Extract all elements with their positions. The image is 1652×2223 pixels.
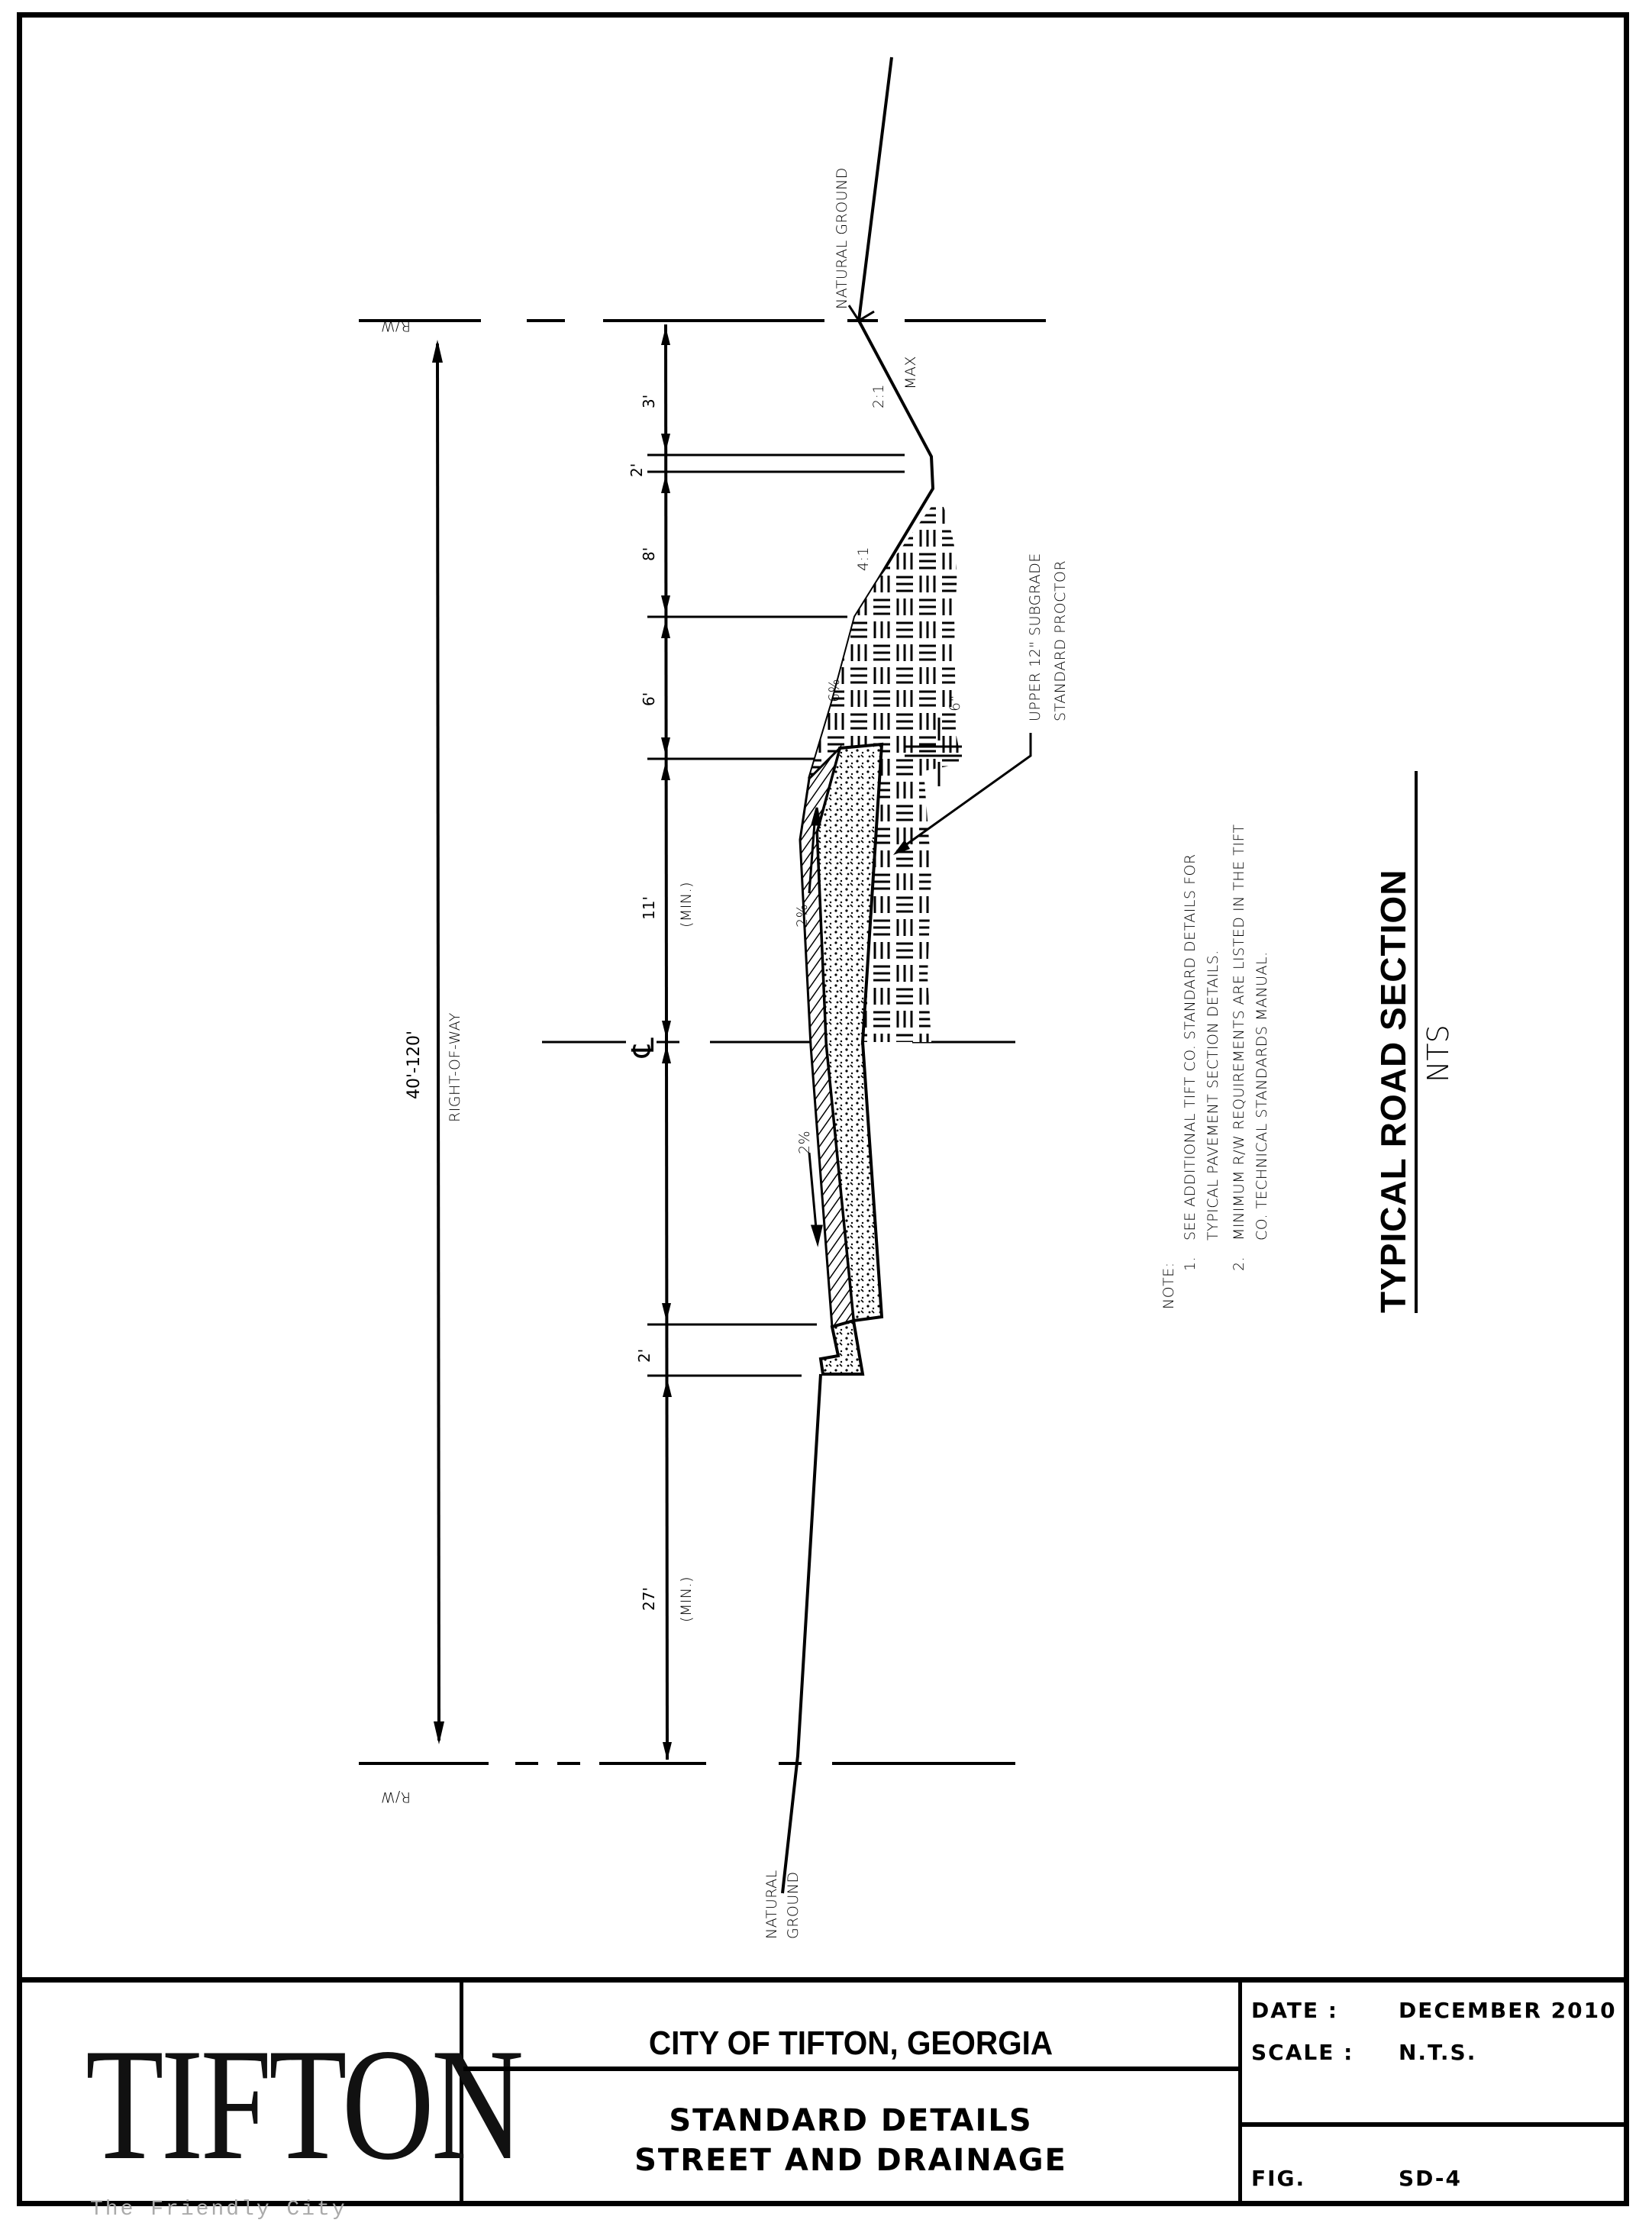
subgrade-note-line2: STANDARD PROCTOR <box>1052 560 1069 721</box>
sheet-title-line2: STREET AND DRAINAGE <box>634 2143 1067 2178</box>
dim-11ft-note: (MIN.) <box>678 881 695 928</box>
centerline-symbol: ℄ <box>626 1037 661 1057</box>
date-value: DECEMBER 2010 <box>1399 1998 1617 2023</box>
dim-6ft: 6' <box>640 692 658 706</box>
natural-ground-label-bottom-1: NATURAL <box>763 1870 780 1939</box>
drawing-sheet-border <box>17 12 1629 2206</box>
tifton-logo: TIFTON <box>86 2015 524 2194</box>
dim-8ft: 8' <box>640 547 658 561</box>
info-cell: DATE : DECEMBER 2010 SCALE : N.T.S. FIG.… <box>1242 1983 1624 2206</box>
slope-2pct-lower-label: 2% <box>796 1130 813 1154</box>
title-block: TIFTON The Friendly City CITY OF TIFTON,… <box>17 1977 1629 2221</box>
sheet-title: STANDARD DETAILS STREET AND DRAINAGE <box>463 2101 1238 2180</box>
slope-6pct-label: 6% <box>826 678 843 702</box>
slope-2pct-upper-label: 2% <box>794 903 811 928</box>
dim-2ft-ditch: 2' <box>628 463 646 477</box>
fig-label: FIG. <box>1251 2166 1306 2191</box>
title-cell: CITY OF TIFTON, GEORGIA STANDARD DETAILS… <box>463 1983 1242 2206</box>
agency-name: CITY OF TIFTON, GEORGIA <box>648 2025 1053 2062</box>
natural-ground-label-top: NATURAL GROUND <box>834 167 850 309</box>
slope-4-1-label: 4:1 <box>855 546 872 571</box>
scale-value: N.T.S. <box>1399 2040 1477 2065</box>
row-label: RIGHT-OF-WAY <box>447 1012 463 1122</box>
rw-label-bottom: R/W <box>380 1789 411 1805</box>
note-1-line1: SEE ADDITIONAL TIFT CO. STANDARD DETAILS… <box>1182 853 1199 1241</box>
dim-27ft-note: (MIN.) <box>678 1576 695 1622</box>
info-divider <box>1242 2122 1624 2127</box>
slope-2-1-label: 2:1 <box>870 383 887 408</box>
sheet-title-line1: STANDARD DETAILS <box>669 2103 1033 2138</box>
rw-label-top: R/W <box>380 318 411 334</box>
note-2-line2: CO. TECHNICAL STANDARDS MANUAL. <box>1254 951 1270 1241</box>
drawing-scale-note: NTS <box>1421 1024 1455 1082</box>
dim-11ft: 11' <box>640 896 658 920</box>
dim-2ft-curb: 2' <box>635 1348 653 1363</box>
logo-tagline: The Friendly City <box>90 2198 347 2221</box>
natural-ground-label-bottom-2: GROUND <box>785 1871 802 1939</box>
logo-cell: TIFTON The Friendly City <box>17 1983 524 2221</box>
note-2-number: 2. <box>1231 1256 1247 1271</box>
date-label: DATE : <box>1251 1998 1338 2023</box>
notes-heading: NOTE: <box>1160 1262 1177 1309</box>
drawing-title: TYPICAL ROAD SECTION <box>1373 869 1413 1313</box>
row-width-dimension: 40'-120' <box>405 1030 424 1099</box>
fig-value: SD-4 <box>1399 2166 1463 2191</box>
note-1-number: 1. <box>1182 1256 1199 1271</box>
scale-label: SCALE : <box>1251 2040 1354 2065</box>
title-divider <box>463 2067 1238 2071</box>
note-2-line1: MINIMUM R/W REQUIREMENTS ARE LISTED IN T… <box>1231 824 1247 1241</box>
dim-3ft: 3' <box>640 394 658 408</box>
note-1-line2: TYPICAL PAVEMENT SECTION DETAILS. <box>1205 950 1221 1241</box>
subgrade-6in-label: 6" <box>947 695 963 711</box>
subgrade-note-line1: UPPER 12" SUBGRADE <box>1027 553 1044 721</box>
dim-27ft: 27' <box>640 1587 658 1611</box>
slope-max-label: MAX <box>902 356 919 389</box>
